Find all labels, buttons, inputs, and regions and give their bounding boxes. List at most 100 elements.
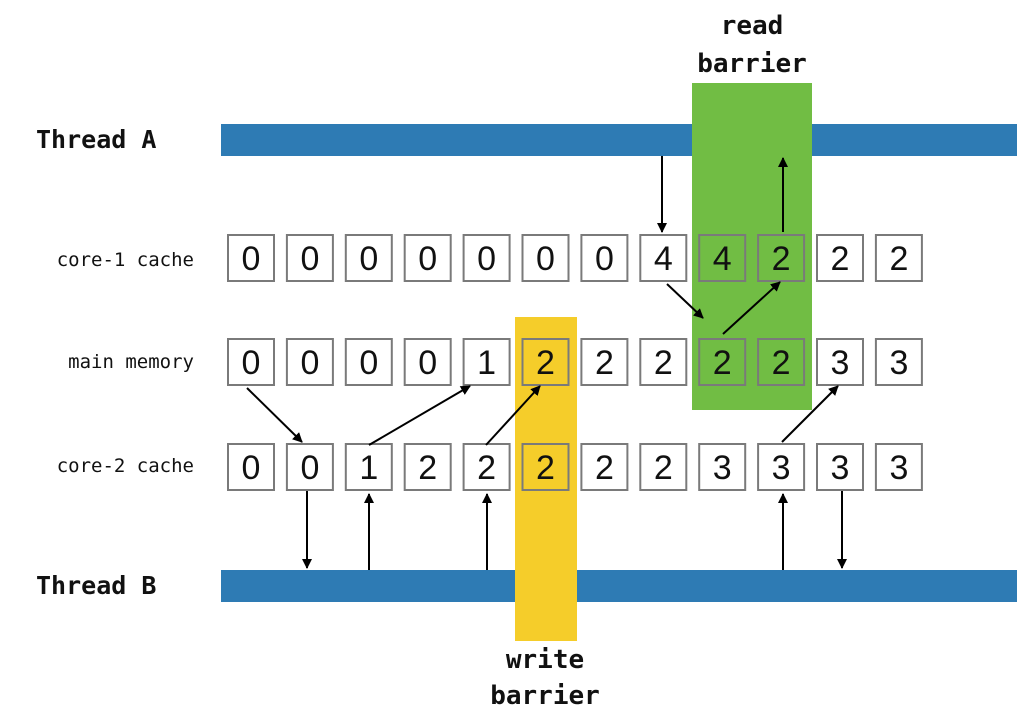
- core1-cell-box-7: [639, 234, 688, 282]
- main-cell-box-0: [227, 338, 275, 386]
- core1-cell-9: 2: [757, 234, 806, 282]
- core1-cell-box-4: [462, 234, 511, 282]
- main-cell-box-5: [521, 338, 570, 386]
- main-cell-value-8: 2: [713, 344, 732, 382]
- core2-cell-box-9: [757, 443, 806, 491]
- core2-cell-box-1: [285, 443, 334, 491]
- main-cell-value-10: 3: [831, 344, 850, 382]
- read-barrier-highlight: [692, 83, 812, 410]
- core1-cell-box-6: [580, 234, 629, 282]
- core2-cell-9: 3: [757, 443, 806, 491]
- thread-a-label: Thread A: [36, 125, 156, 154]
- thread-b-bar: [221, 570, 1017, 602]
- core1-cell-box-5: [521, 234, 570, 282]
- core2-cell-4: 2: [462, 443, 511, 491]
- core2-cell-value-4: 2: [477, 449, 496, 487]
- main-cell-0: 0: [227, 338, 275, 386]
- core1-cell-value-6: 0: [595, 240, 614, 278]
- arrow-core2-to-main-2: [485, 385, 541, 446]
- core2-cell-value-8: 3: [713, 449, 732, 487]
- write-barrier-label-line2: barrier: [490, 681, 600, 711]
- core1-cell-value-2: 0: [359, 240, 378, 278]
- core2-cell-box-10: [816, 443, 864, 491]
- main-cell-value-2: 0: [359, 344, 378, 382]
- core1-cell-box-0: [227, 234, 275, 282]
- core1-cell-value-4: 0: [477, 240, 496, 278]
- core2-cell-value-7: 2: [654, 449, 673, 487]
- core1-cell-value-0: 0: [242, 240, 261, 278]
- core2-cell-box-0: [227, 443, 275, 491]
- core1-cell-box-1: [285, 234, 334, 282]
- core1-cell-0: 0: [227, 234, 275, 282]
- core2-cell-3: 2: [403, 443, 452, 491]
- main-cell-10: 3: [816, 338, 864, 386]
- core1-cell-value-8: 4: [713, 240, 732, 278]
- core2-cell-10: 3: [816, 443, 864, 491]
- core1-cell-1: 0: [285, 234, 334, 282]
- core1-cell-8: 4: [698, 234, 747, 282]
- core2-cell-0: 0: [227, 443, 275, 491]
- main-cell-7: 2: [639, 338, 688, 386]
- core1-cell-box-2: [344, 234, 393, 282]
- main-cell-1: 0: [285, 338, 334, 386]
- main-cell-8: 2: [698, 338, 747, 386]
- core1-cell-box-8: [698, 234, 747, 282]
- main-cell-value-0: 0: [242, 344, 261, 382]
- arrow-main-to-core1: [722, 281, 781, 335]
- write-barrier-highlight: [515, 317, 577, 641]
- core2-cell-8: 3: [698, 443, 747, 491]
- core2-cell-box-11: [874, 443, 923, 491]
- core2-cell-value-11: 3: [889, 449, 908, 487]
- main-cell-5: 2: [521, 338, 570, 386]
- core1-cell-7: 4: [639, 234, 688, 282]
- core2-cell-value-1: 0: [300, 449, 319, 487]
- core2-cell-value-6: 2: [595, 449, 614, 487]
- main-cell-box-10: [816, 338, 864, 386]
- core2-cell-value-10: 3: [831, 449, 850, 487]
- core1-cell-3: 0: [403, 234, 452, 282]
- core1-cell-box-9: [757, 234, 806, 282]
- core1-cell-4: 0: [462, 234, 511, 282]
- main-cell-box-7: [639, 338, 688, 386]
- core1-cell-value-10: 2: [831, 240, 850, 278]
- main-cell-value-3: 0: [418, 344, 437, 382]
- main-cell-box-2: [344, 338, 393, 386]
- main-cell-value-5: 2: [536, 344, 555, 382]
- main-cell-4: 1: [462, 338, 511, 386]
- core2-cell-value-9: 3: [772, 449, 791, 487]
- core2-cell-value-0: 0: [242, 449, 261, 487]
- main-cell-box-11: [874, 338, 923, 386]
- main-cell-box-6: [580, 338, 629, 386]
- core1-cell-6: 0: [580, 234, 629, 282]
- write-barrier-label-line1: write: [506, 645, 584, 675]
- main-cell-11: 3: [874, 338, 923, 386]
- core2-cell-value-5: 2: [536, 449, 555, 487]
- arrow-core2-to-main-1: [368, 385, 471, 446]
- core2-cell-6: 2: [580, 443, 629, 491]
- core1-cell-11: 2: [874, 234, 923, 282]
- arrow-core1-to-main: [666, 283, 704, 319]
- main-cell-box-1: [285, 338, 334, 386]
- core2-cache-label: core-2 cache: [57, 455, 194, 477]
- core1-cell-value-1: 0: [300, 240, 319, 278]
- core1-cell-value-9: 2: [772, 240, 791, 278]
- main-cell-value-1: 0: [300, 344, 319, 382]
- core1-cell-box-10: [816, 234, 864, 282]
- main-cell-value-4: 1: [477, 344, 496, 382]
- core2-cell-11: 3: [874, 443, 923, 491]
- main-cell-box-3: [403, 338, 452, 386]
- core2-cell-box-6: [580, 443, 629, 491]
- arrow-main-to-core2-a: [246, 387, 303, 443]
- arrows: [246, 156, 847, 570]
- thread-b-label: Thread B: [36, 571, 156, 600]
- core2-cell-2: 1: [344, 443, 393, 491]
- main-cell-9: 2: [757, 338, 806, 386]
- read-barrier-label-line1: read: [721, 11, 784, 41]
- main-cell-6: 2: [580, 338, 629, 386]
- main-cell-2: 0: [344, 338, 393, 386]
- main-cell-3: 0: [403, 338, 452, 386]
- core1-cell-10: 2: [816, 234, 864, 282]
